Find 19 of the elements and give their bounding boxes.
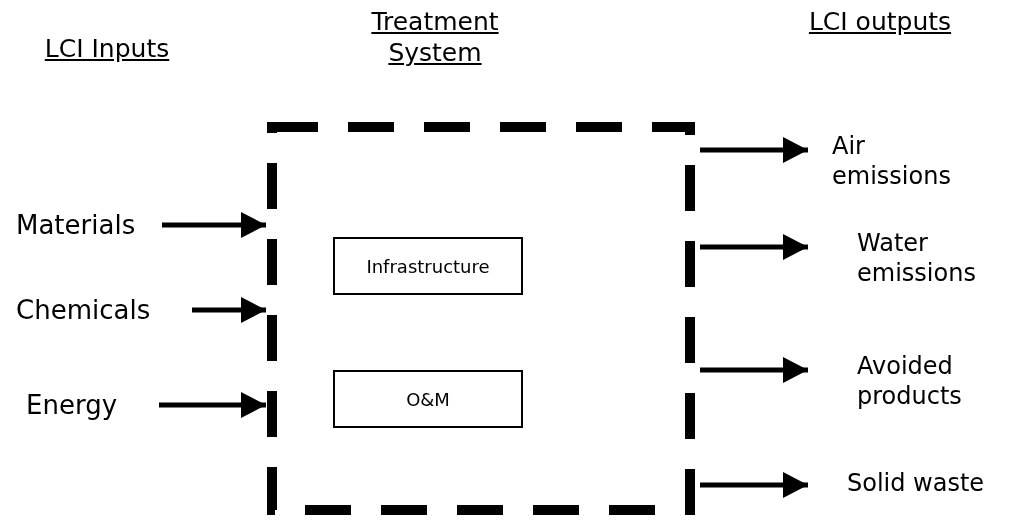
arrow (162, 212, 266, 238)
output-label: Air emissions (832, 131, 952, 191)
arrow (700, 234, 808, 260)
system-heading: Treatment System (370, 6, 500, 68)
arrow (192, 297, 266, 323)
arrow (159, 392, 266, 418)
output-label: Solid waste (847, 468, 986, 498)
output-label: Avoided products (857, 351, 963, 411)
input-label: Chemicals (16, 294, 152, 327)
column-heading: LCI Inputs (43, 33, 171, 64)
arrow (700, 137, 808, 163)
component-box: O&M (333, 370, 523, 428)
arrow (700, 357, 808, 383)
output-label: Water emissions (857, 228, 977, 288)
arrow (700, 472, 808, 498)
component-box: Infrastructure (333, 237, 523, 295)
input-label: Energy (26, 389, 119, 422)
column-heading: LCI outputs (807, 6, 953, 37)
input-label: Materials (16, 209, 137, 242)
